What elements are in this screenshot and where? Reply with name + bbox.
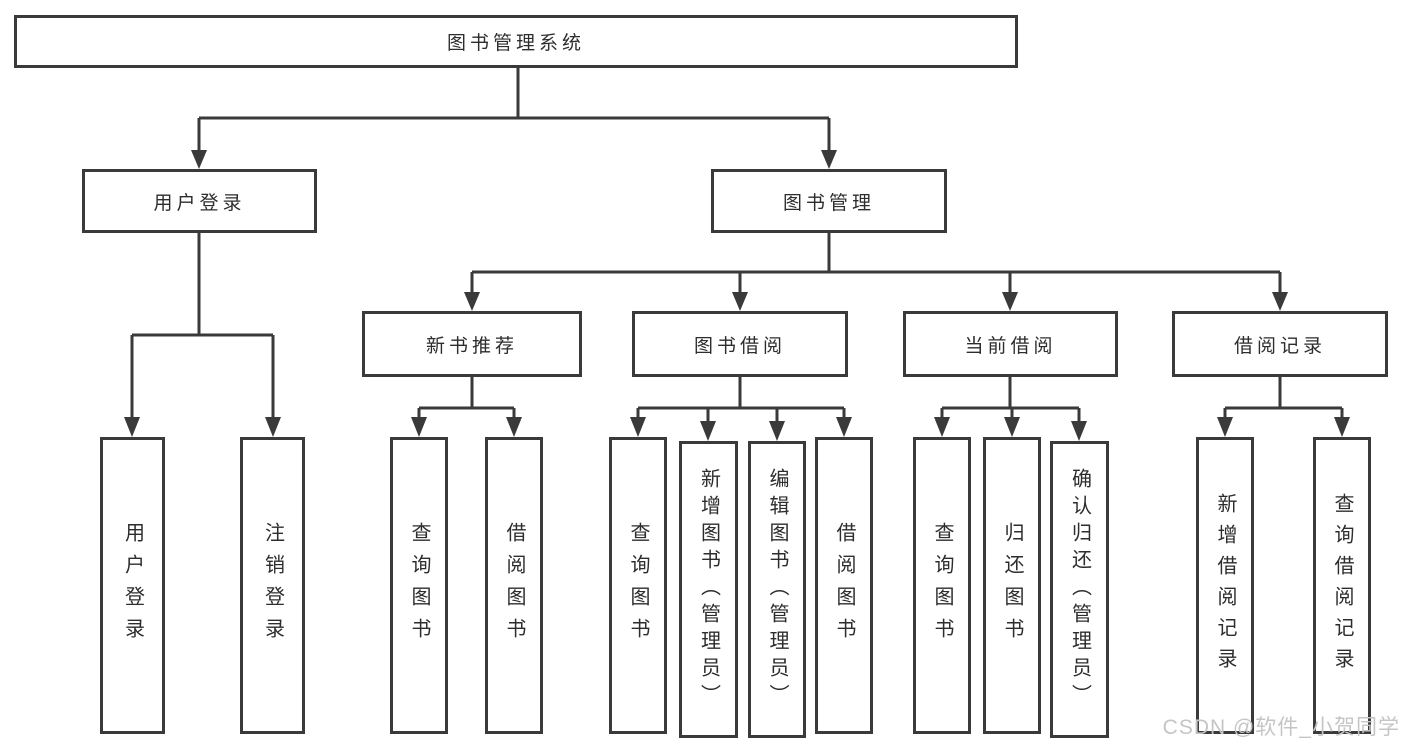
node-new-book-recommend: 新书推荐 [362, 311, 582, 377]
leaf-borrow-query-book: 查询图书 [609, 437, 667, 734]
leaf-newbook-borrow-book: 借阅图书 [485, 437, 543, 734]
connector-current-borrow-children [934, 377, 1087, 441]
leaf-logout-login: 注销登录 [240, 437, 305, 734]
leaf-newbook-query-book: 查询图书 [390, 437, 448, 734]
connector-book-borrow-children [630, 377, 852, 441]
leaf-current-return-book: 归还图书 [983, 437, 1041, 734]
csdn-watermark: CSDN @软件_小贺同学 [1162, 716, 1400, 739]
leaf-record-query-borrow-record: 查询借阅记录 [1313, 437, 1371, 734]
connector-book-management-children [464, 233, 1288, 311]
node-book-management: 图书管理 [711, 169, 947, 233]
connector-borrow-record-children [1217, 377, 1350, 437]
connector-new-book-children [411, 377, 522, 437]
leaf-current-confirm-return-admin: 确认归还（管理员） [1050, 441, 1109, 738]
leaf-borrow-borrow-book: 借阅图书 [815, 437, 873, 734]
node-book-borrow: 图书借阅 [632, 311, 848, 377]
leaf-borrow-edit-book-admin: 编辑图书（管理员） [748, 441, 806, 738]
connector-root-children [191, 68, 837, 169]
node-root-system: 图书管理系统 [14, 15, 1018, 68]
node-user-login: 用户登录 [82, 169, 317, 233]
node-current-borrow: 当前借阅 [903, 311, 1118, 377]
leaf-user-login: 用户登录 [100, 437, 165, 734]
connector-user-login-children [124, 233, 281, 437]
leaf-current-query-book: 查询图书 [913, 437, 971, 734]
node-borrow-record: 借阅记录 [1172, 311, 1388, 377]
leaf-record-add-borrow-record: 新增借阅记录 [1196, 437, 1254, 734]
leaf-borrow-add-book-admin: 新增图书（管理员） [679, 441, 738, 738]
